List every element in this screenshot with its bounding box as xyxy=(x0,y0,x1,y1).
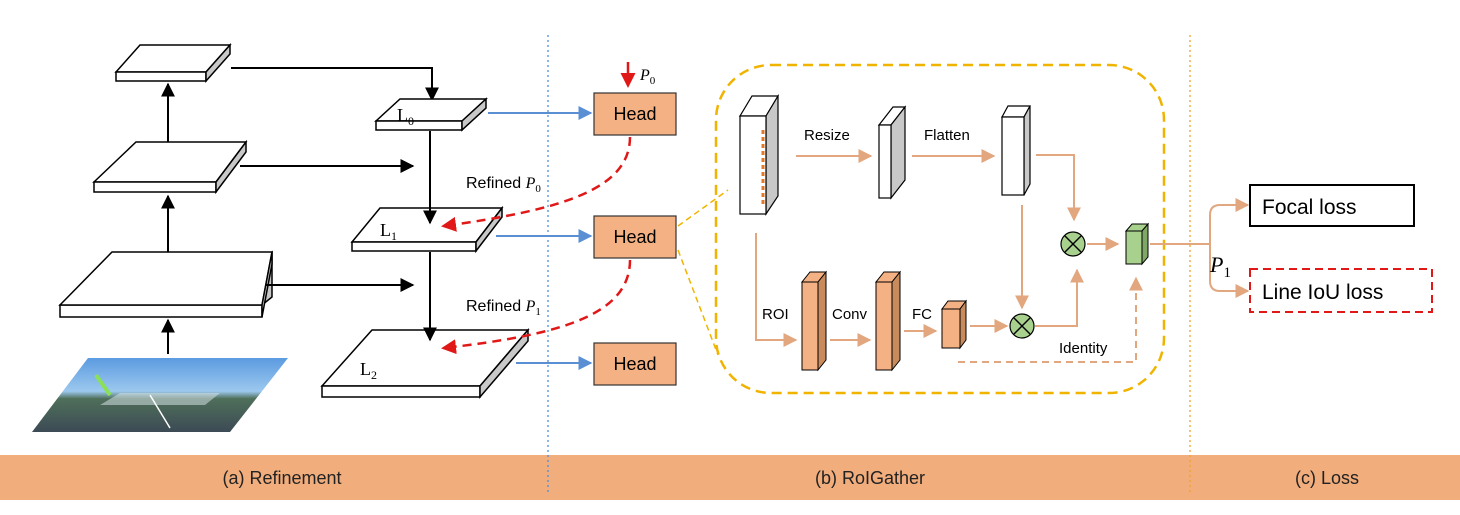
arrow-to-lineiou xyxy=(1209,244,1250,298)
head-0: Head xyxy=(593,92,677,136)
arrow-flatten-to-mult1 xyxy=(1036,154,1081,222)
arrow-mult2-to-mult1 xyxy=(1035,268,1084,327)
section-label-roigather: (b) RoIGather xyxy=(815,468,925,488)
backbone-slab-medium xyxy=(92,139,248,195)
level-l2-label: L2 xyxy=(360,359,377,382)
identity-label: Identity xyxy=(1059,340,1108,357)
section-band xyxy=(0,455,1460,500)
backbone-slab-large xyxy=(58,250,273,318)
svg-text:Head: Head xyxy=(613,227,656,247)
arrow-to-focal xyxy=(1209,198,1250,244)
level-l0: L0 xyxy=(374,97,488,132)
fc-label: FC xyxy=(912,306,932,323)
roigather-roi-block xyxy=(800,270,828,372)
road-image xyxy=(32,358,288,432)
level-l1-label: L1 xyxy=(380,220,397,243)
level-l1: L1 xyxy=(350,205,504,254)
refined-p1-label: Refined P1 xyxy=(466,298,541,318)
refined-p0-curve xyxy=(441,136,632,232)
arrow-roi xyxy=(755,233,798,347)
roigather-conv-block xyxy=(874,270,902,372)
refined-p0-label: Refined P0 xyxy=(466,175,541,195)
flatten-label: Flatten xyxy=(924,127,970,144)
roigather-box xyxy=(714,63,1166,395)
conv-label: Conv xyxy=(832,306,868,323)
roi-label: ROI xyxy=(762,306,789,323)
svg-text:Head: Head xyxy=(613,104,656,124)
p1-label: P1 xyxy=(1209,252,1231,281)
head-1: Head xyxy=(593,215,677,259)
head-2: Head xyxy=(593,342,677,386)
p0-label: P0 xyxy=(639,67,656,87)
zoom-line-top xyxy=(677,189,729,227)
roigather-flatten-block xyxy=(1000,105,1032,196)
zoom-line-bottom xyxy=(677,249,719,356)
svg-text:Head: Head xyxy=(613,354,656,374)
multiply-node-1 xyxy=(1060,231,1086,257)
svg-text:Focal loss: Focal loss xyxy=(1262,196,1357,219)
refined-p1-curve xyxy=(441,259,632,355)
svg-text:Line IoU loss: Line IoU loss xyxy=(1262,281,1383,304)
identity-arrow xyxy=(958,276,1143,363)
multiply-node-2 xyxy=(1009,313,1035,339)
level-l0-label: L0 xyxy=(397,105,414,128)
roigather-resize-block xyxy=(877,105,907,200)
line-iou-loss-box: Line IoU loss xyxy=(1249,268,1433,313)
roigather-input-feature xyxy=(738,93,780,216)
level-l2: L2 xyxy=(320,327,530,400)
resize-label: Resize xyxy=(804,127,850,144)
roigather-output-block xyxy=(1124,222,1150,266)
section-label-refinement: (a) Refinement xyxy=(222,468,341,488)
focal-loss-box: Focal loss xyxy=(1249,184,1415,227)
arrow-lateral-top xyxy=(231,67,439,102)
backbone-slab-small xyxy=(114,43,232,83)
section-label-loss: (c) Loss xyxy=(1295,468,1359,488)
roigather-fc-block xyxy=(941,299,967,350)
